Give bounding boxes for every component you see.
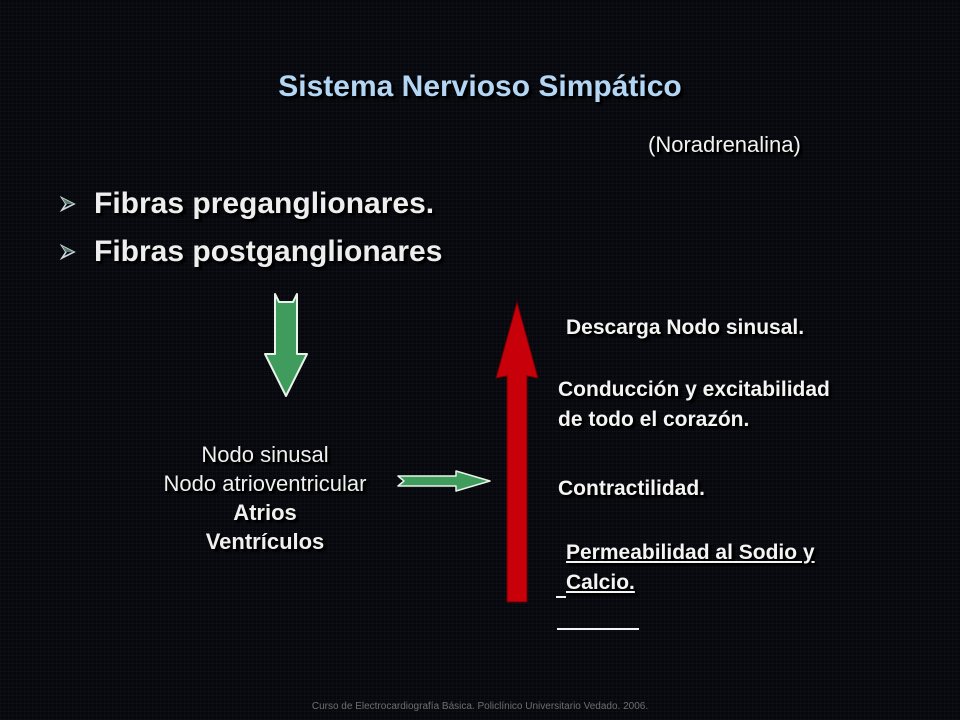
target-item: Atrios — [233, 500, 297, 525]
underline-blank — [556, 596, 566, 598]
slide-footer: Curso de Electrocardiografía Básica. Pol… — [311, 701, 649, 712]
effect-contractilidad: Contractilidad. — [558, 477, 706, 500]
green-right-arrow-icon — [397, 470, 491, 492]
bullet-text: Fibras preganglionares. — [94, 187, 435, 220]
effect-permeabilidad: Permeabilidad al Sodio y Calcio. — [566, 538, 815, 598]
arrowhead-bullet-icon — [59, 243, 94, 261]
target-item: Nodo sinusal — [201, 442, 329, 467]
target-item: Ventrículos — [205, 529, 325, 554]
bullet-list: Fibras preganglionares. Fibras postgangl… — [59, 180, 443, 276]
target-item: Nodo atrioventricular — [163, 471, 367, 496]
effect-line: Conducción y excitabilidad — [558, 378, 830, 401]
bullet-item-postganglionares: Fibras postganglionares — [59, 228, 443, 276]
green-down-arrow-icon — [264, 293, 308, 397]
bullet-item-preganglionares: Fibras preganglionares. — [59, 180, 442, 228]
effect-descarga: Descarga Nodo sinusal. — [566, 316, 805, 339]
effect-conduccion: Conducción y excitabilidad de todo el co… — [558, 375, 830, 435]
slide-title: Sistema Nervioso Simpático — [278, 70, 682, 103]
target-list: Nodo sinusal Nodo atrioventricular Atrio… — [110, 440, 420, 556]
slide-subtitle: (Noradrenalina) — [648, 132, 801, 157]
underline-blank — [557, 628, 639, 630]
bullet-text: Fibras postganglionares — [94, 235, 443, 268]
arrowhead-bullet-icon — [59, 195, 94, 213]
effect-line: Calcio. — [566, 571, 635, 594]
effect-line: Permeabilidad al Sodio y — [566, 541, 815, 564]
red-up-arrow-icon — [495, 300, 539, 603]
effect-line: de todo el corazón. — [558, 408, 750, 431]
